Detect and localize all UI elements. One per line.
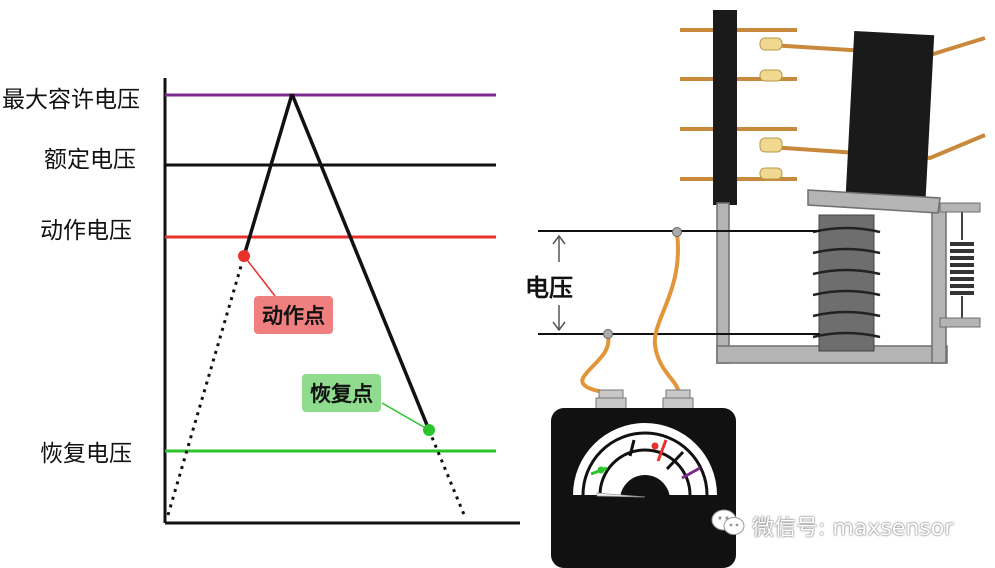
armature-block [845, 31, 935, 197]
fall-dotted [427, 429, 467, 518]
relay-illustration [538, 10, 986, 394]
scale-green-dot [597, 466, 605, 474]
meter-scale-face [573, 423, 717, 495]
scale-red-dot [651, 442, 659, 450]
rated-voltage-label: 额定电压 [44, 147, 136, 173]
contact-points [759, 37, 783, 180]
meter-wires [580, 231, 680, 394]
voltage-arrows [552, 234, 566, 332]
fall-solid [290, 93, 431, 431]
relay-voltage-label: 电压 [525, 274, 573, 302]
release-point-marker [423, 424, 435, 436]
wechat-icon [711, 508, 745, 538]
voltage-graph [163, 78, 520, 525]
release-voltage-label: 恢复电压 [40, 441, 132, 467]
contact-stack-post [713, 10, 737, 205]
release-point-callout: 恢复点 [302, 374, 381, 412]
voltmeter [551, 389, 736, 568]
pickup-pointer [243, 255, 276, 297]
meter-terminals [595, 389, 694, 411]
meter-needle [596, 492, 646, 498]
spring [939, 202, 981, 328]
coil [812, 214, 881, 352]
pickup-voltage-label: 动作电压 [40, 218, 132, 244]
rise-dotted [166, 255, 246, 516]
rise-solid [242, 93, 294, 257]
meter-hub [620, 475, 670, 500]
pickup-point-callout: 动作点 [254, 296, 333, 334]
wire-node-bottom [603, 329, 613, 339]
watermark-text: 微信号: maxsensor [752, 516, 954, 541]
release-pointer [381, 402, 430, 431]
max-voltage-label: 最大容许电压 [2, 87, 140, 113]
wire-node-top [672, 227, 682, 237]
pickup-point-marker [238, 250, 250, 262]
scale-arc-outer [581, 431, 709, 496]
